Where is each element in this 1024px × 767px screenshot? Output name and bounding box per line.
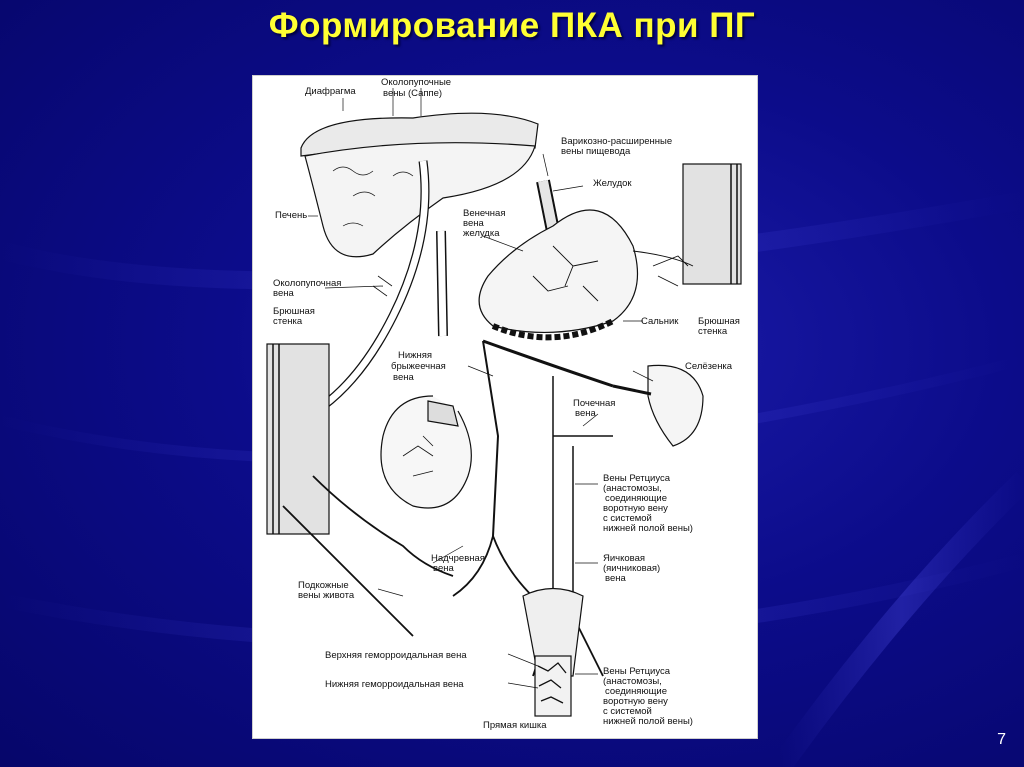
label-sappey-1: Околопупочные bbox=[381, 77, 451, 88]
label-inf-hemorrhoidal: Нижняя геморроидальная вена bbox=[325, 679, 464, 690]
label-retzius-bot-3: соединяющие bbox=[605, 686, 667, 697]
right-abdominal-wall bbox=[682, 163, 742, 285]
anatomy-diagram: Диафрагма Околопупочные вены (Саппе) Вар… bbox=[252, 75, 758, 739]
label-mesenteric-2: брыжеечная bbox=[391, 361, 446, 372]
label-liver: Печень bbox=[275, 210, 307, 221]
label-gastric-1: Венечная bbox=[463, 208, 505, 219]
label-abd-wall-left-2: стенка bbox=[273, 316, 303, 327]
label-sappey-2: вены (Саппе) bbox=[383, 88, 442, 99]
splenic-vein bbox=[482, 339, 614, 388]
label-renal-1: Почечная bbox=[573, 398, 615, 409]
portal-hypertension-illustration: Диафрагма Околопупочные вены (Саппе) Вар… bbox=[266, 77, 742, 731]
left-abdominal-wall bbox=[266, 343, 330, 535]
label-epigastric-1: Надчревная bbox=[431, 553, 485, 564]
label-retzius-bot-2: (анастомозы, bbox=[603, 676, 662, 687]
label-rectum: Прямая кишка bbox=[483, 720, 547, 731]
label-testicular-3: вена bbox=[605, 573, 626, 584]
rectum-shape bbox=[522, 587, 584, 677]
label-epigastric-2: вена bbox=[433, 563, 454, 574]
label-retzius-bot-1: Вены Ретциуса bbox=[603, 666, 671, 677]
label-varices-1: Варикозно-расширенные bbox=[561, 136, 672, 147]
label-retzius-top-1: Вены Ретциуса bbox=[603, 473, 671, 484]
subcutaneous-veins bbox=[282, 505, 414, 637]
label-retzius-top-2: (анастомозы, bbox=[603, 483, 662, 494]
liver-shape bbox=[304, 142, 536, 258]
label-diaphragm: Диафрагма bbox=[305, 86, 356, 97]
label-subcutaneous-2: вены живота bbox=[298, 590, 355, 601]
label-retzius-bot-4: воротную вену bbox=[603, 696, 668, 707]
slide-number: 7 bbox=[997, 731, 1006, 748]
label-retzius-top-4: воротную вену bbox=[603, 503, 668, 514]
omentum-band bbox=[491, 318, 615, 341]
label-gastric-3: желудка bbox=[463, 228, 500, 239]
intestine-loops bbox=[380, 395, 472, 509]
label-abd-wall-right-1: Брюшная bbox=[698, 316, 740, 327]
label-testicular-1: Яичковая bbox=[603, 553, 645, 564]
rectum-tube bbox=[534, 655, 572, 717]
label-sup-hemorrhoidal: Верхняя геморроидальная вена bbox=[325, 650, 467, 661]
label-omentum: Сальник bbox=[641, 316, 679, 327]
renal-vein-vertical bbox=[552, 376, 574, 616]
label-testicular-2: (яичниковая) bbox=[603, 563, 660, 574]
spleen-shape bbox=[647, 364, 704, 447]
label-spleen: Селёзенка bbox=[685, 361, 733, 372]
label-subcutaneous-1: Подкожные bbox=[298, 580, 349, 591]
label-abd-wall-left-1: Брюшная bbox=[273, 306, 315, 317]
label-abd-wall-right-2: стенка bbox=[698, 326, 728, 337]
label-retzius-top-3: соединяющие bbox=[605, 493, 667, 504]
label-retzius-top-5: с системой bbox=[603, 513, 652, 524]
label-varices-2: вены пищевода bbox=[561, 146, 631, 157]
label-stomach: Желудок bbox=[593, 178, 632, 189]
label-paraumbilical-1: Околопупочная bbox=[273, 278, 341, 289]
inferior-mesenteric-vein bbox=[482, 340, 500, 537]
label-retzius-top-6: нижней полой вены) bbox=[603, 523, 693, 534]
label-retzius-bot-5: с системой bbox=[603, 706, 652, 717]
stomach-shape bbox=[478, 209, 639, 334]
epigastric-vein bbox=[312, 475, 454, 577]
label-mesenteric-3: вена bbox=[393, 372, 414, 383]
slide-title: Формирование ПКА при ПГ bbox=[268, 6, 756, 45]
label-mesenteric-1: Нижняя bbox=[398, 350, 432, 361]
label-renal-2: вена bbox=[575, 408, 596, 419]
label-paraumbilical-2: вена bbox=[273, 288, 294, 299]
label-retzius-bot-6: нижней полой вены) bbox=[603, 716, 693, 727]
label-gastric-2: вена bbox=[463, 218, 484, 229]
